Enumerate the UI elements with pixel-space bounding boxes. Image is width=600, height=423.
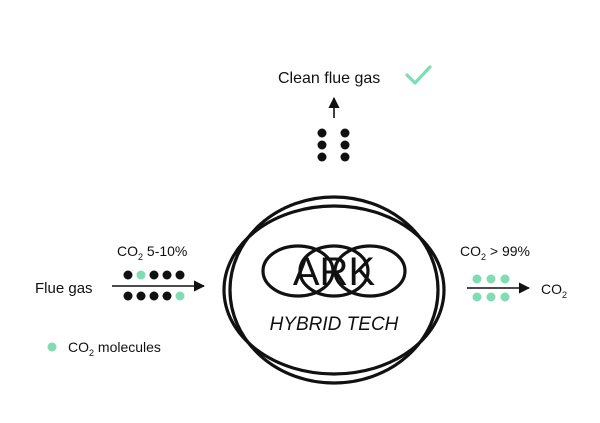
- co2-molecule-dot: [486, 292, 496, 302]
- co2-molecule-dot: [175, 291, 185, 301]
- co2-molecule-dot: [500, 274, 510, 284]
- co2-molecules-output: [472, 274, 510, 302]
- clean-flue-gas-group: Clean flue gas: [278, 65, 432, 162]
- orbit-ellipse-vertical: [228, 195, 440, 385]
- co2-molecule-dot: [486, 274, 496, 284]
- ark-logo: [222, 195, 446, 385]
- molecule-row-bottom: [123, 291, 185, 301]
- legend-co2-dot: [47, 342, 57, 352]
- co2-purity-label: CO2 > 99%: [460, 243, 530, 262]
- legend-label: CO2 molecules: [68, 339, 161, 358]
- hybrid-tech-label: HYBRID TECH: [270, 314, 399, 335]
- capsule-outline-right: [333, 244, 407, 298]
- checkmark-icon: [405, 65, 432, 85]
- capsule-outline-middle: [298, 244, 370, 298]
- ark-logo-text: ARK: [293, 250, 376, 294]
- molecule-dot: [123, 291, 133, 301]
- molecule-dot: [162, 291, 172, 301]
- co2-output-label: CO2: [541, 281, 567, 300]
- capsule-outline-left: [261, 244, 335, 298]
- co2-molecule-dot: [136, 270, 146, 280]
- molecule-dot: [340, 152, 350, 162]
- molecule-dot: [149, 291, 159, 301]
- flue-gas-input-group: CO2 5-10% Flue gas: [35, 243, 206, 301]
- molecule-dot: [175, 270, 185, 280]
- co2-output-group: CO2 > 99% CO2: [460, 243, 567, 302]
- co2-molecule-dot: [472, 274, 482, 284]
- molecule-dot: [317, 152, 327, 162]
- molecule-dot: [317, 140, 327, 150]
- molecule-dot: [340, 140, 350, 150]
- co2-molecule-dot: [472, 292, 482, 302]
- molecule-dot: [162, 270, 172, 280]
- clean-gas-molecules: [317, 128, 350, 162]
- molecule-dot: [149, 270, 159, 280]
- co2-concentration-label: CO2 5-10%: [117, 243, 187, 262]
- clean-flue-gas-label: Clean flue gas: [278, 70, 380, 87]
- molecule-row-top: [123, 270, 185, 280]
- flue-gas-label: Flue gas: [35, 280, 93, 297]
- legend: CO2 molecules: [47, 339, 161, 358]
- molecule-dot: [317, 128, 327, 138]
- orbit-ellipse-horizontal: [222, 204, 446, 376]
- molecule-dot: [123, 270, 133, 280]
- molecule-dot: [340, 128, 350, 138]
- molecule-dot: [136, 291, 146, 301]
- co2-molecule-dot: [500, 292, 510, 302]
